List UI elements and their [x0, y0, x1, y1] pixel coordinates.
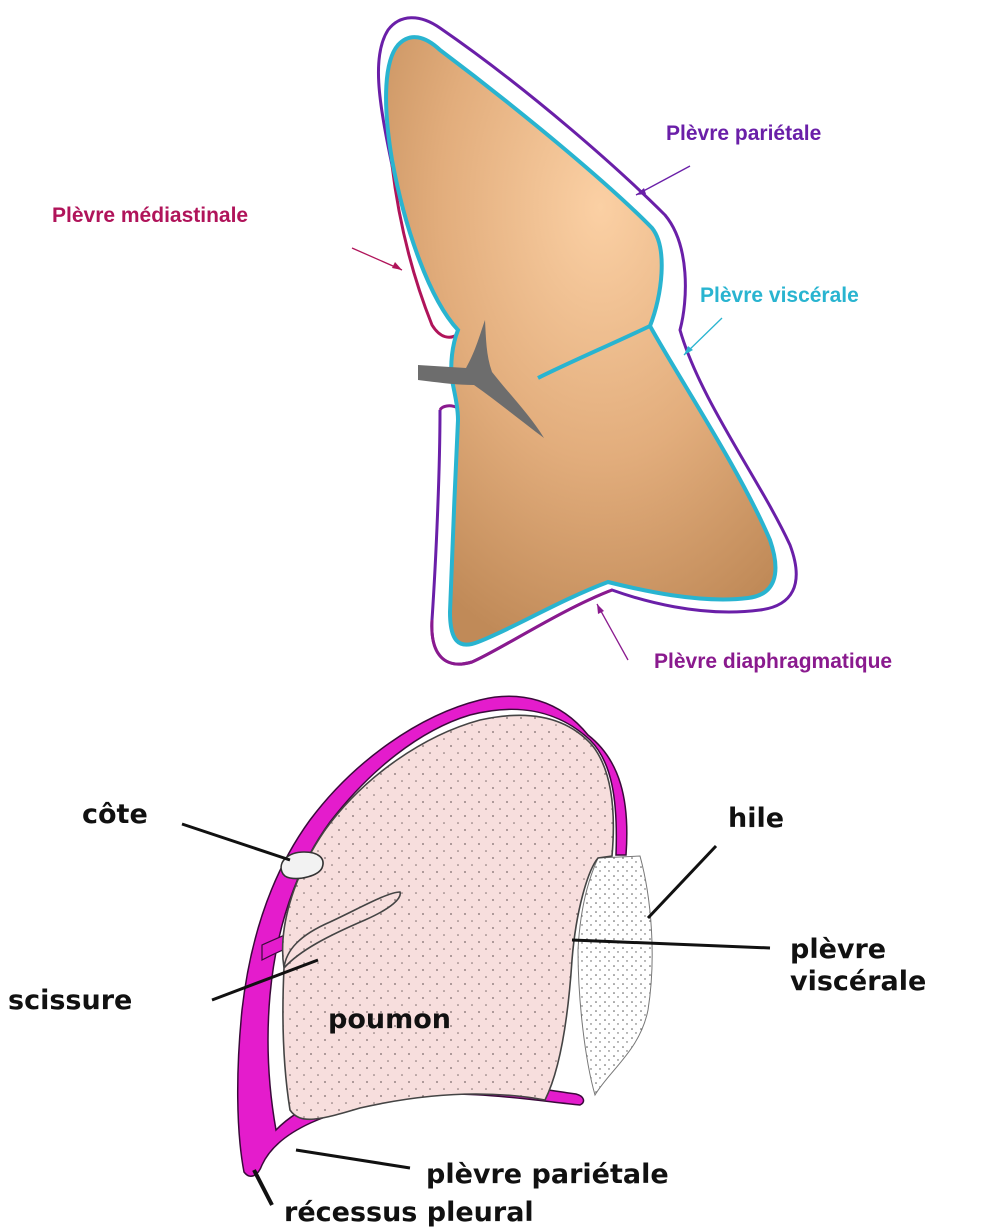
bottom-lung-diagram — [238, 696, 652, 1176]
label-viscerale-text: Plèvre viscérale — [700, 284, 859, 307]
label-diaphragmatique-text: Plèvre diaphragmatique — [654, 650, 892, 673]
label-hile-text: hile — [728, 803, 784, 834]
top-lung-diagram — [378, 18, 796, 664]
label-plevre-parietale-text: plèvre pariétale — [426, 1159, 669, 1190]
label-plevre-parietale-bottom: plèvre pariétale — [296, 1150, 669, 1190]
label-poumon: poumon — [328, 1004, 451, 1035]
label-cote: côte — [82, 799, 290, 860]
label-scissure-text: scissure — [8, 985, 132, 1016]
label-plevre-viscerale-line2: viscérale — [790, 966, 926, 997]
label-plevre-viscerale-line1: plèvre — [790, 934, 886, 965]
label-plevre-parietale: Plèvre pariétale — [636, 122, 821, 195]
label-mediastinale-text: Plèvre médiastinale — [52, 204, 248, 227]
label-hile: hile — [648, 803, 784, 918]
label-plevre-diaphragmatique: Plèvre diaphragmatique — [597, 604, 892, 673]
hilum-region — [578, 856, 652, 1095]
label-cote-text: côte — [82, 799, 148, 830]
label-plevre-viscerale: Plèvre viscérale — [684, 284, 859, 355]
lung-body-stippled — [283, 715, 614, 1119]
label-plevre-mediastinale: Plèvre médiastinale — [52, 204, 402, 270]
label-parietale-text: Plèvre pariétale — [666, 122, 821, 145]
label-poumon-text: poumon — [328, 1004, 451, 1035]
label-recessus-text: récessus pleural — [284, 1197, 534, 1228]
